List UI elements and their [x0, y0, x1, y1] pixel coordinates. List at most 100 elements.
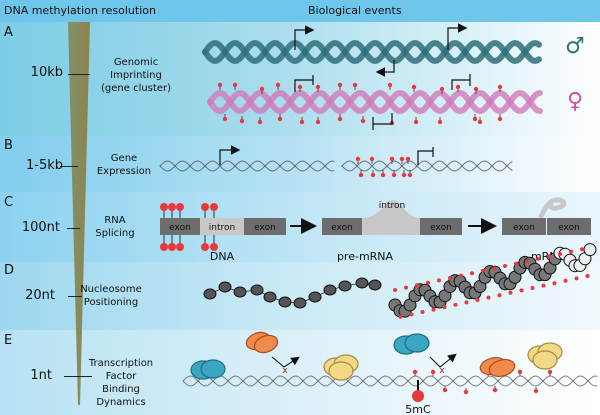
methyl-mark: [369, 156, 375, 162]
methyl-mark: [399, 156, 405, 162]
header-right-title: Biological events: [308, 4, 402, 17]
resolution-tick: [67, 228, 80, 229]
methyl-mark: [459, 273, 463, 278]
methyl-mark: [497, 116, 503, 122]
methyl-mark: [232, 82, 238, 88]
5mc-label: 5mC: [405, 403, 431, 415]
exon-block: [322, 218, 362, 235]
nucleosome: [218, 281, 232, 293]
methyl-mark: [585, 274, 590, 278]
resolution-label-1nt: 1nt: [30, 368, 52, 383]
methyl-mark: [473, 86, 479, 92]
panel-letter-c: C: [4, 195, 14, 210]
methyl-mark: [415, 283, 419, 288]
methyl-mark: [470, 271, 474, 276]
methyl-mark: [486, 295, 491, 300]
methyl-mark: [536, 256, 540, 261]
methyl-mark: [275, 82, 281, 88]
gene-unmethylated-dna: [159, 160, 335, 172]
transcription-factors: [190, 331, 563, 381]
exon-block: [502, 218, 546, 235]
pre-mrna: exon exon intron: [322, 200, 462, 235]
methyl-mark: [455, 84, 461, 90]
methyl-mark: [380, 172, 386, 178]
methyl-mark: [574, 276, 579, 281]
methyl-mark: [580, 247, 584, 252]
exon-block: [244, 218, 286, 235]
methyl-mark: [360, 118, 366, 124]
methyl-mark: [257, 119, 263, 125]
methyl-mark: [352, 82, 358, 88]
methyl-mark: [412, 369, 418, 375]
methyl-mark: [222, 116, 228, 122]
methyl-mark: [431, 307, 436, 312]
methyl-mark: [391, 172, 397, 178]
methyl-mark: [453, 302, 458, 307]
intron-block: [200, 218, 244, 235]
methyl-mark: [530, 286, 535, 290]
methyl-mark: [407, 172, 413, 178]
methyl-mark: [563, 278, 568, 283]
panel-letter-a: A: [4, 25, 13, 40]
panel-b-band: [0, 136, 600, 192]
header-bar: DNA methylation resolution Biological ev…: [0, 0, 600, 22]
mrna: exon exon: [502, 197, 591, 235]
nucleosome: [203, 288, 217, 300]
methyl-mark: [472, 116, 478, 122]
methyl-mark: [439, 86, 445, 92]
resolution-label-100nt: 100nt: [21, 220, 60, 235]
methyl-mark: [387, 82, 393, 88]
methyl-mark: [420, 310, 425, 314]
svg-text:exon: exon: [513, 223, 535, 233]
resolution-tick: [60, 166, 78, 167]
5mc-dot: [412, 390, 424, 402]
methyl-mark: [558, 252, 562, 256]
methyl-mark: [259, 86, 265, 92]
methyl-mark: [437, 119, 443, 125]
nucleosome: [293, 297, 307, 309]
nucleosome: [278, 296, 292, 308]
promoter-blocked: [294, 74, 471, 130]
methyl-mark: [463, 389, 469, 395]
methyl-mark: [517, 369, 523, 375]
methyl-mark: [569, 249, 573, 254]
resolution-tick: [68, 74, 90, 75]
methyl-mark: [393, 288, 397, 292]
svg-text:exon: exon: [169, 223, 191, 233]
methyl-mark: [217, 82, 223, 88]
methyl-mark: [315, 119, 321, 125]
methyl-mark: [337, 82, 343, 88]
methyl-mark: [409, 312, 414, 317]
methyl-mark: [464, 300, 469, 305]
methyl-mark: [519, 288, 524, 293]
exon-block: [160, 218, 200, 235]
methyl-mark: [297, 84, 303, 90]
dna-label: DNA: [210, 250, 235, 263]
promoter-arrow-active: [294, 23, 468, 77]
svg-text:exon: exon: [331, 223, 353, 233]
methyl-mark: [389, 156, 395, 162]
resolution-tick: [68, 296, 82, 297]
dna-exon-intron: exon intron exon: [160, 218, 286, 235]
nucleosome: [250, 284, 264, 296]
methyl-mark: [547, 369, 553, 375]
resolution-label-1-5kb: 1-5kb: [25, 158, 63, 173]
methyl-mark: [508, 290, 513, 295]
blocked-mark: x: [439, 366, 445, 376]
methyl-mark: [430, 369, 436, 375]
blocked-binding-arrows: [271, 353, 457, 368]
nucleosome: [368, 279, 382, 291]
methyl-mark: [437, 278, 441, 283]
svg-text:exon: exon: [254, 223, 276, 233]
nucleosome: [355, 277, 369, 289]
panel-letter-b: B: [4, 138, 13, 153]
nucleosome: [233, 286, 247, 298]
svg-text:intron: intron: [209, 223, 235, 233]
nucleosome: [323, 284, 337, 296]
methyl-mark: [547, 254, 551, 259]
pre-mrna-label: pre-mRNA: [337, 250, 394, 263]
